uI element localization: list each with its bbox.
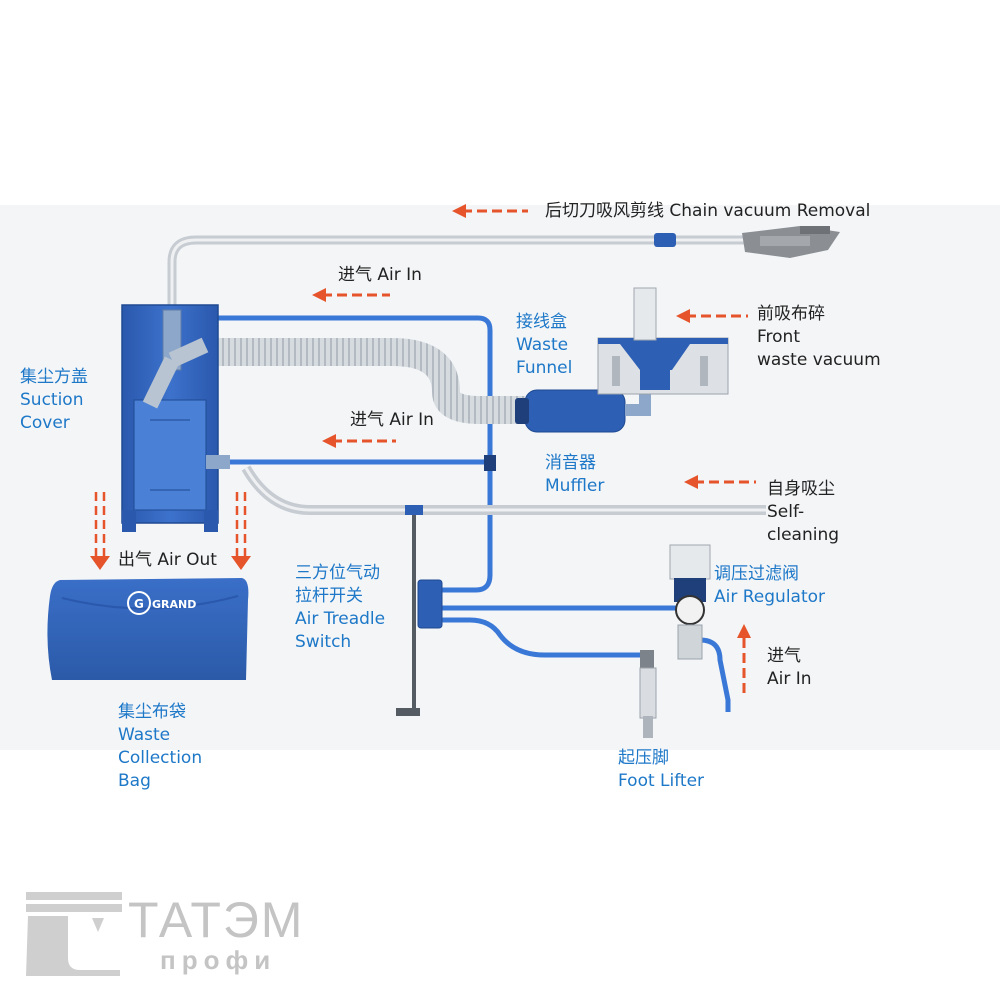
label-air-out: 出气 Air Out: [118, 550, 217, 570]
label-air-in-mid: 进气 Air In: [350, 410, 434, 430]
bag-brand-text: GRAND: [152, 598, 196, 611]
suction-cover-cabinet: [121, 304, 230, 532]
label-muffler: 消音器 Muffler: [545, 453, 605, 496]
tube-connector: [654, 233, 676, 247]
air-treadle-switch: [396, 505, 443, 716]
label-air-in-right: 进气 Air In: [767, 646, 812, 689]
watermark-title: ТАТЭМ: [128, 892, 305, 948]
arrow-left-icon: [684, 475, 756, 489]
waste-collection-bag: [47, 578, 249, 680]
logo-icon: G: [127, 591, 151, 615]
air-line-top: [214, 315, 493, 593]
arrow-left-icon: [452, 204, 528, 218]
label-self-cleaning: 自身吸尘 Self- cleaning: [767, 479, 840, 545]
arrow-left-icon: [676, 309, 748, 323]
arrow-down-icon: [231, 492, 251, 570]
watermark-logo-icon: [26, 892, 122, 976]
label-front-waste: 前吸布碎 Front waste vacuum: [757, 304, 881, 370]
label-treadle-switch: 三方位气动 拉杆开关 Air Treadle Switch: [295, 563, 386, 652]
arrow-up-icon: [737, 624, 751, 698]
label-waste-bag: 集尘布袋 Waste Collection Bag: [118, 702, 203, 791]
watermark-subtitle: профи: [160, 945, 277, 975]
arrow-down-icon: [90, 492, 110, 570]
label-chain-vacuum: 后切刀吸风剪线 Chain vacuum Removal: [545, 201, 871, 221]
svg-text:G: G: [134, 597, 144, 611]
label-air-in-top: 进气 Air In: [338, 265, 422, 285]
label-waste-funnel: 接线盒 Waste Funnel: [516, 312, 573, 378]
chain-cutter-device: [742, 226, 840, 258]
air-regulator-device: [669, 544, 711, 660]
label-suction-cover: 集尘方盖 Suction Cover: [20, 367, 88, 433]
air-line-foot-lifter: [440, 617, 645, 658]
foot-lifter-device: [639, 650, 657, 738]
arrow-left-icon: [312, 288, 390, 302]
label-air-regulator: 调压过滤阀 Air Regulator: [714, 564, 826, 607]
corrugated-hose: [214, 338, 525, 424]
arrow-left-icon: [322, 434, 396, 448]
label-foot-lifter: 起压脚 Foot Lifter: [618, 748, 705, 791]
waste-funnel-device: [597, 287, 729, 395]
